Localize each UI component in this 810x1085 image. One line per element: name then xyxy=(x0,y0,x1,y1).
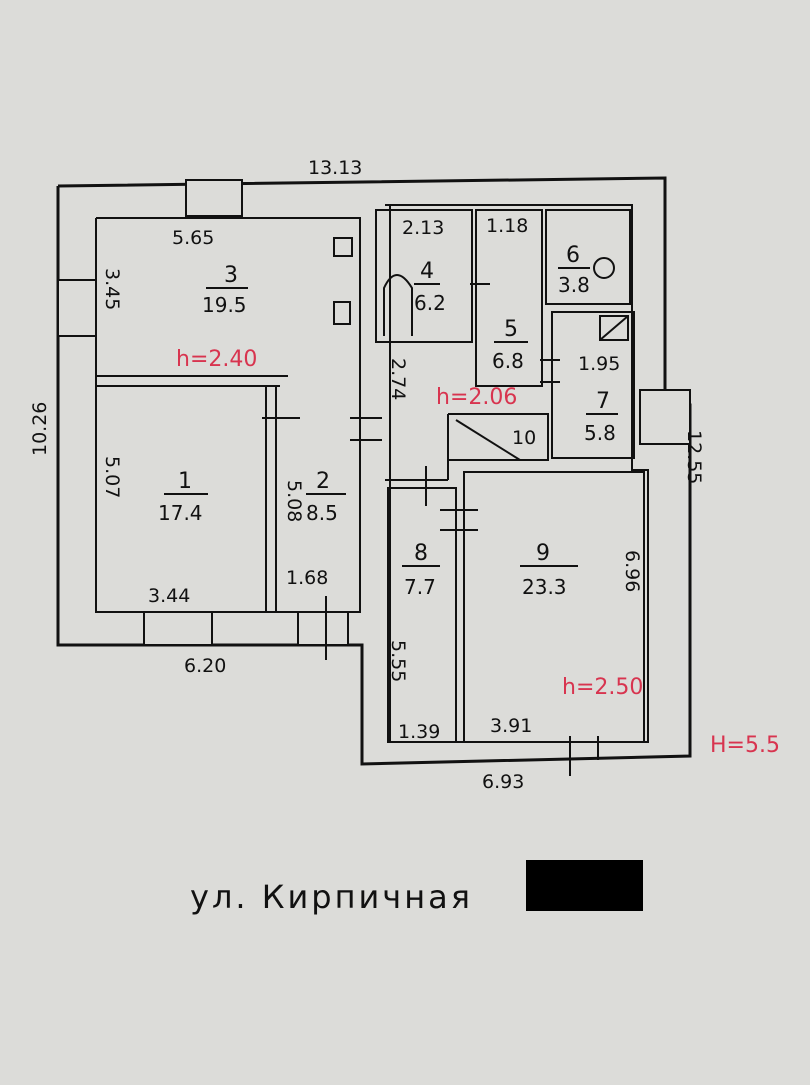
room-2-dim-height: 5.08 xyxy=(283,480,305,522)
dim-overall-height-right: 12.55 xyxy=(683,430,705,484)
door-marks xyxy=(262,237,629,660)
room-1-area: 17.4 xyxy=(158,501,203,525)
dim-overall-width: 13.13 xyxy=(308,157,362,179)
height-total: H=5.5 xyxy=(710,733,780,758)
dim-overall-height-left: 10.26 xyxy=(29,402,51,456)
interior-walls xyxy=(96,209,645,743)
room-8-area: 7.7 xyxy=(404,575,436,599)
room-8-dim-height: 5.55 xyxy=(387,640,409,682)
room-6-area: 3.8 xyxy=(558,273,590,297)
room-5-dim: 1.18 xyxy=(486,215,528,237)
room-3-dim-height: 3.45 xyxy=(101,268,123,310)
windows xyxy=(57,179,691,776)
window-bottom-1 xyxy=(143,611,213,646)
room-2-dim-width: 1.68 xyxy=(286,567,328,589)
height-hall: h=2.06 xyxy=(436,385,517,410)
room-9-dim-height: 6.96 xyxy=(621,550,643,592)
room-8-dim-width: 1.39 xyxy=(398,721,440,743)
room-3-area: 19.5 xyxy=(202,293,247,317)
room-9-number: 9 xyxy=(536,541,550,566)
height-room-3: h=2.40 xyxy=(176,347,257,372)
redaction-box xyxy=(526,860,643,911)
room-9-dim-width: 3.91 xyxy=(490,715,532,737)
room-1-dim-width: 3.44 xyxy=(148,585,190,607)
window-bottom-2 xyxy=(297,611,349,646)
height-room-9: h=2.50 xyxy=(562,675,643,700)
room-4-dim: 2.13 xyxy=(402,217,444,239)
window-left xyxy=(57,279,97,337)
room-7-number: 7 xyxy=(596,389,610,414)
stair-dim: 10 xyxy=(512,427,536,449)
room-9-area: 23.3 xyxy=(522,575,567,599)
room-7-dim: 1.95 xyxy=(578,353,620,375)
room-4-area: 6.2 xyxy=(414,291,446,315)
room-3-number: 3 xyxy=(224,263,238,288)
window-right xyxy=(639,389,691,445)
room-6-number: 6 xyxy=(566,243,580,268)
room-2-number: 2 xyxy=(316,469,330,494)
room-8-number: 8 xyxy=(414,541,428,566)
room-1-number: 1 xyxy=(178,469,192,494)
window-top xyxy=(185,179,243,217)
room-1-dim-height: 5.07 xyxy=(101,456,123,498)
hall-dim: 2.74 xyxy=(387,358,409,400)
room-3-dim-width: 5.65 xyxy=(172,227,214,249)
dim-bottom-left: 6.20 xyxy=(184,655,226,677)
room-5-number: 5 xyxy=(504,317,518,342)
room-4-number: 4 xyxy=(420,259,434,284)
room-5-area: 6.8 xyxy=(492,349,524,373)
street-label: ул. Кирпичная xyxy=(190,878,473,916)
room-7-area: 5.8 xyxy=(584,421,616,445)
room-2-area: 8.5 xyxy=(306,501,338,525)
dim-bottom-right: 6.93 xyxy=(482,771,524,793)
